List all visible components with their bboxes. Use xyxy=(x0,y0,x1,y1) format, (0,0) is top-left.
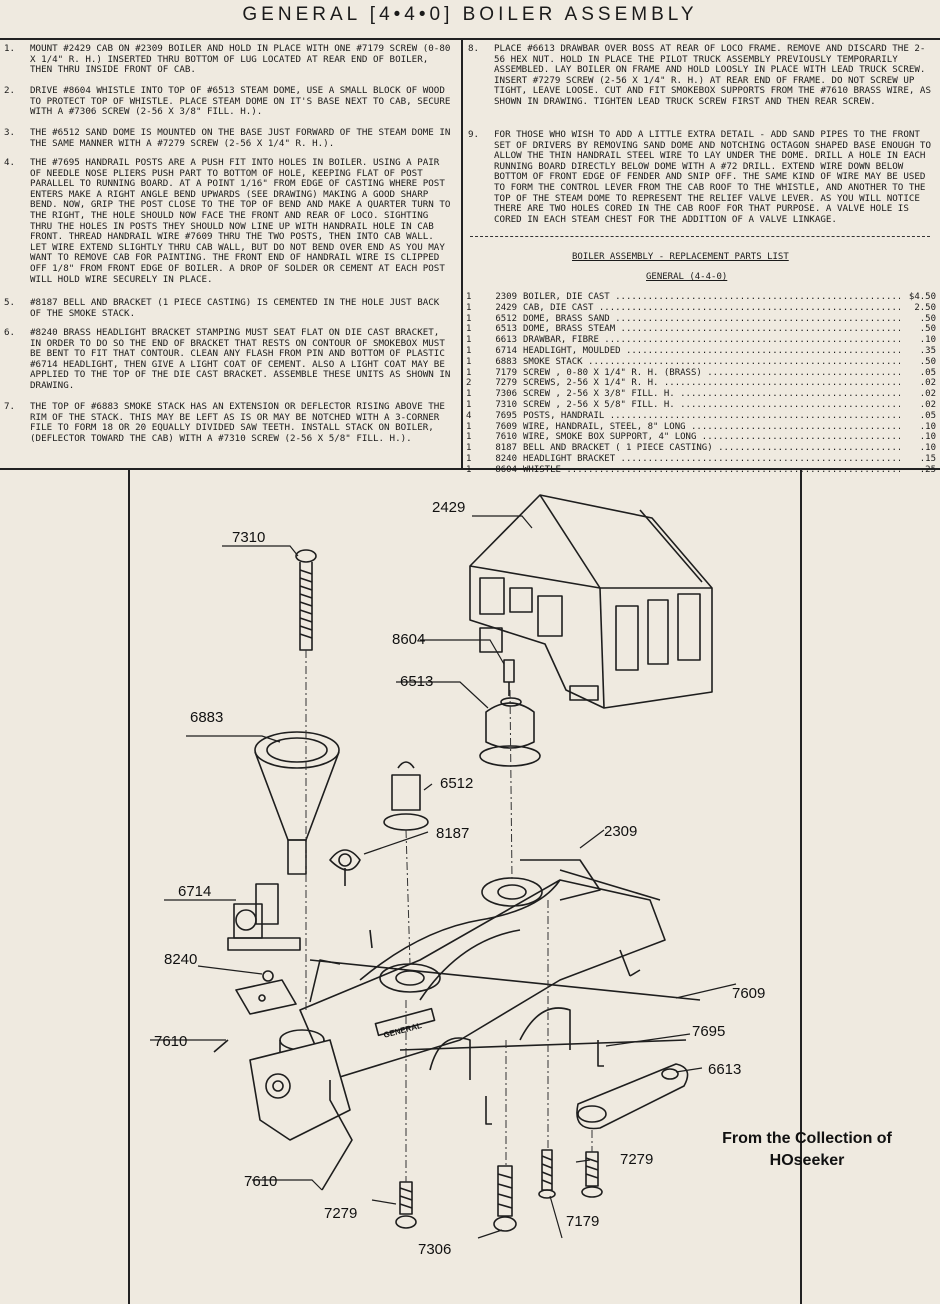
credit-line-2: HOseeker xyxy=(769,1152,845,1169)
top-rule xyxy=(0,38,940,40)
callout-7695: 7695 xyxy=(692,1023,725,1040)
smoke-stack-6883 xyxy=(254,731,340,875)
sand-dome-6512 xyxy=(383,761,429,831)
frame-right xyxy=(800,470,802,1304)
text-bottom-rule xyxy=(0,468,940,470)
callout-8187: 8187 xyxy=(436,825,469,842)
page-title: GENERAL [4•4•0] BOILER ASSEMBLY xyxy=(242,4,698,25)
instruction-1: 1.MOUNT #2429 CAB ON #2309 BOILER AND HO… xyxy=(4,43,451,76)
callout-6613: 6613 xyxy=(708,1061,741,1078)
callout-6714: 6714 xyxy=(178,883,211,900)
callout-7610: 7610 xyxy=(154,1033,187,1050)
instruction-3: 3.THE #6512 SAND DOME IS MOUNTED ON THE … xyxy=(4,127,451,149)
alignment-lines xyxy=(305,650,593,1182)
callout-8240: 8240 xyxy=(164,951,197,968)
smokebox-support-wire-7610 xyxy=(213,1039,353,1191)
headlight-bracket-8240 xyxy=(235,970,297,1015)
cab-2429 xyxy=(469,494,713,709)
drawbar-6613 xyxy=(576,1063,689,1130)
callout-7279-lower: 7279 xyxy=(324,1205,357,1222)
whistle-8604 xyxy=(503,659,515,696)
screw-7179 xyxy=(538,1149,556,1199)
instruction-9: 9.FOR THOSE WHO WISH TO ADD A LITTLE EXT… xyxy=(468,129,931,225)
callout-7610-lower: 7610 xyxy=(244,1173,277,1190)
bell-8187 xyxy=(329,849,361,886)
callout-2429: 2429 xyxy=(432,499,465,516)
headlight-6714 xyxy=(227,883,301,951)
callout-6513: 6513 xyxy=(400,673,433,690)
callout-2309: 2309 xyxy=(604,823,637,840)
boiler-2309 xyxy=(249,859,666,1141)
credit-line-1: From the Collection of xyxy=(722,1130,892,1147)
instruction-7: 7.THE TOP OF #6883 SMOKE STACK HAS AN EX… xyxy=(4,401,445,444)
instruction-5: 5.#8187 BELL AND BRACKET (1 PIECE CASTIN… xyxy=(4,297,440,319)
callout-6883: 6883 xyxy=(190,709,223,726)
collection-credit: From the Collection of HOseeker xyxy=(700,1128,914,1172)
screw-7279-left xyxy=(395,1181,417,1229)
steam-dome-6513 xyxy=(479,697,541,767)
callout-6512: 6512 xyxy=(440,775,473,792)
screw-7279-right xyxy=(581,1151,603,1198)
exploded-assembly-drawing: 2429 7310 8604 6513 6883 6512 8187 2309 … xyxy=(150,494,765,1258)
callout-7306: 7306 xyxy=(418,1241,451,1258)
instruction-2: 2.DRIVE #8604 WHISTLE INTO TOP OF #6513 … xyxy=(4,85,451,118)
instruction-6: 6.#8240 BRASS HEADLIGHT BRACKET STAMPING… xyxy=(4,327,451,391)
screw-7310 xyxy=(295,549,317,651)
parts-list-subtitle: GENERAL (4-4-0) xyxy=(646,272,728,282)
handrail-wire-7609 xyxy=(309,959,701,1001)
callout-7179: 7179 xyxy=(566,1213,599,1230)
column-divider xyxy=(461,38,463,470)
dashed-separator xyxy=(470,236,930,237)
callout-8604: 8604 xyxy=(392,631,425,648)
parts-list-title: BOILER ASSEMBLY - REPLACEMENT PARTS LIST xyxy=(572,252,789,262)
callout-7609: 7609 xyxy=(732,985,765,1002)
instruction-8: 8.PLACE #6613 DRAWBAR OVER BOSS AT REAR … xyxy=(468,43,931,107)
frame-left xyxy=(128,470,130,1304)
screw-7306 xyxy=(493,1165,517,1232)
leader-lines xyxy=(150,515,737,1239)
instruction-4: 4.THE #7695 HANDRAIL POSTS ARE A PUSH FI… xyxy=(4,157,451,285)
callout-7279: 7279 xyxy=(620,1151,653,1168)
callout-7310: 7310 xyxy=(232,529,265,546)
